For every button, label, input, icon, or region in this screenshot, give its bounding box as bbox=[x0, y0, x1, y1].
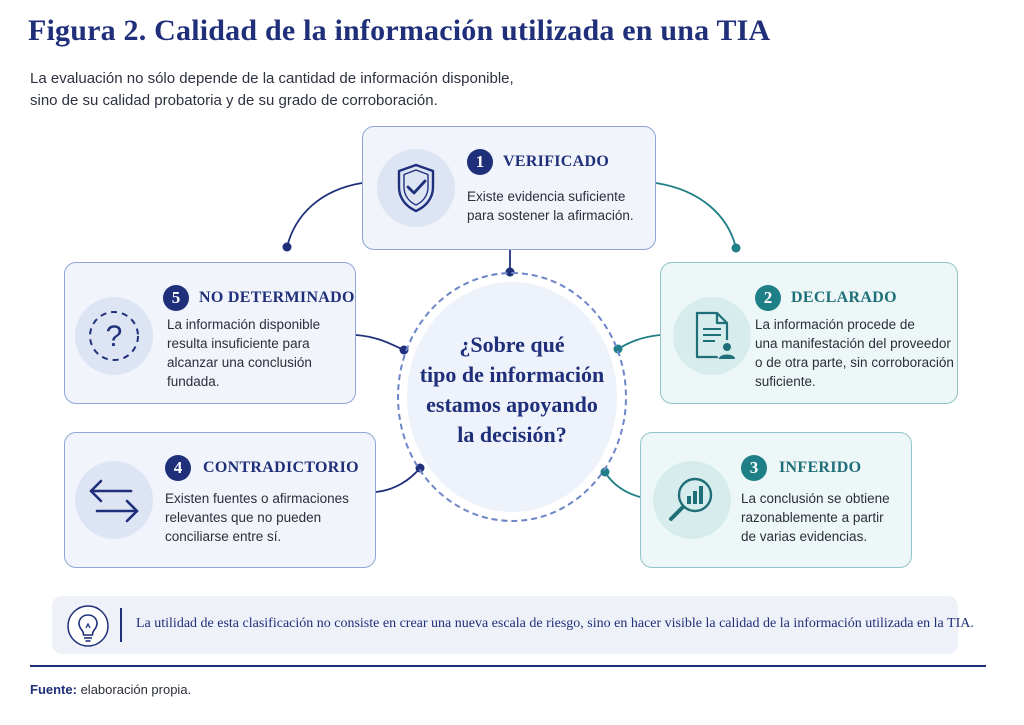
card-description-line: La información disponible bbox=[167, 317, 321, 332]
card-description-line: suficiente. bbox=[755, 374, 816, 389]
center-question-line: la decisión? bbox=[457, 422, 567, 447]
opposing-arrows-icon bbox=[75, 461, 153, 539]
note-box: La utilidad de esta clasificación no con… bbox=[52, 596, 974, 654]
card-description-line: Existe evidencia suficiente bbox=[467, 189, 626, 204]
note-separator bbox=[120, 608, 122, 642]
card-no-determinado: ? 5 NO DETERMINADO La información dispon… bbox=[64, 262, 356, 404]
lightbulb-icon bbox=[67, 605, 109, 647]
source-note: Fuente: elaboración propia. bbox=[30, 682, 191, 697]
card-description: Existen fuentes o afirmaciones relevante… bbox=[165, 489, 349, 546]
shield-check-icon bbox=[377, 149, 455, 227]
card-title: CONTRADICTORIO bbox=[203, 459, 359, 476]
card-number: 4 bbox=[165, 455, 191, 481]
card-description: Existe evidencia suficiente para sostene… bbox=[467, 187, 634, 225]
card-number: 1 bbox=[467, 149, 493, 175]
card-title: DECLARADO bbox=[791, 289, 897, 306]
svg-text:?: ? bbox=[106, 320, 123, 353]
card-title: NO DETERMINADO bbox=[199, 289, 355, 306]
card-description-line: de varias evidencias. bbox=[741, 529, 868, 544]
card-description: La conclusión se obtiene razonablemente … bbox=[741, 489, 890, 546]
figure-subtitle: La evaluación no sólo depende de la cant… bbox=[30, 68, 590, 112]
source-label: Fuente: bbox=[30, 682, 77, 697]
center-dashed-ring bbox=[397, 272, 627, 522]
question-mark-icon: ? bbox=[75, 297, 153, 375]
card-description-line: fundada. bbox=[167, 374, 220, 389]
card-description-line: relevantes que no pueden bbox=[165, 510, 322, 525]
subtitle-line: sino de su calidad probatoria y de su gr… bbox=[30, 92, 438, 109]
card-title: VERIFICADO bbox=[503, 153, 610, 170]
card-number: 5 bbox=[163, 285, 189, 311]
card-description-line: La información procede de bbox=[755, 317, 915, 332]
center-question-line: ¿Sobre qué bbox=[459, 332, 565, 357]
card-description-line: una manifestación del proveedor bbox=[755, 336, 951, 351]
center-question-line: estamos apoyando bbox=[426, 392, 598, 417]
card-contradictorio: 4 CONTRADICTORIO Existen fuentes o afirm… bbox=[64, 432, 376, 568]
card-verificado: 1 VERIFICADO Existe evidencia suficiente… bbox=[362, 126, 656, 250]
card-number: 2 bbox=[755, 285, 781, 311]
footer-rule bbox=[30, 665, 986, 667]
card-description-line: conciliarse entre sí. bbox=[165, 529, 282, 544]
card-description-line: razonablemente a partir bbox=[741, 510, 884, 525]
note-text: La utilidad de esta clasificación no con… bbox=[136, 616, 974, 631]
card-description-line: resulta insuficiente para bbox=[167, 336, 310, 351]
center-question-line: tipo de información bbox=[419, 362, 605, 387]
card-description-line: La conclusión se obtiene bbox=[741, 491, 890, 506]
subtitle-line: La evaluación no sólo depende de la cant… bbox=[30, 70, 514, 87]
center-question: ¿Sobre qué tipo de información estamos a… bbox=[407, 330, 617, 450]
figure-title: Figura 2. Calidad de la información util… bbox=[28, 14, 771, 47]
center-circle bbox=[407, 282, 617, 512]
card-title: INFERIDO bbox=[779, 459, 862, 476]
source-text: elaboración propia. bbox=[80, 682, 192, 697]
card-description-line: para sostener la afirmación. bbox=[467, 208, 634, 223]
card-inferido: 3 INFERIDO La conclusión se obtiene razo… bbox=[640, 432, 912, 568]
card-declarado: 2 DECLARADO La información procede de un… bbox=[660, 262, 958, 404]
card-description-line: alcanzar una conclusión bbox=[167, 355, 312, 370]
card-description: La información disponible resulta insufi… bbox=[167, 315, 320, 391]
card-description-line: o de otra parte, sin corroboración bbox=[755, 355, 954, 370]
card-number: 3 bbox=[741, 455, 767, 481]
card-description: La información procede de una manifestac… bbox=[755, 315, 954, 391]
card-description-line: Existen fuentes o afirmaciones bbox=[165, 491, 349, 506]
document-person-icon bbox=[673, 297, 751, 375]
magnifier-chart-icon bbox=[653, 461, 731, 539]
